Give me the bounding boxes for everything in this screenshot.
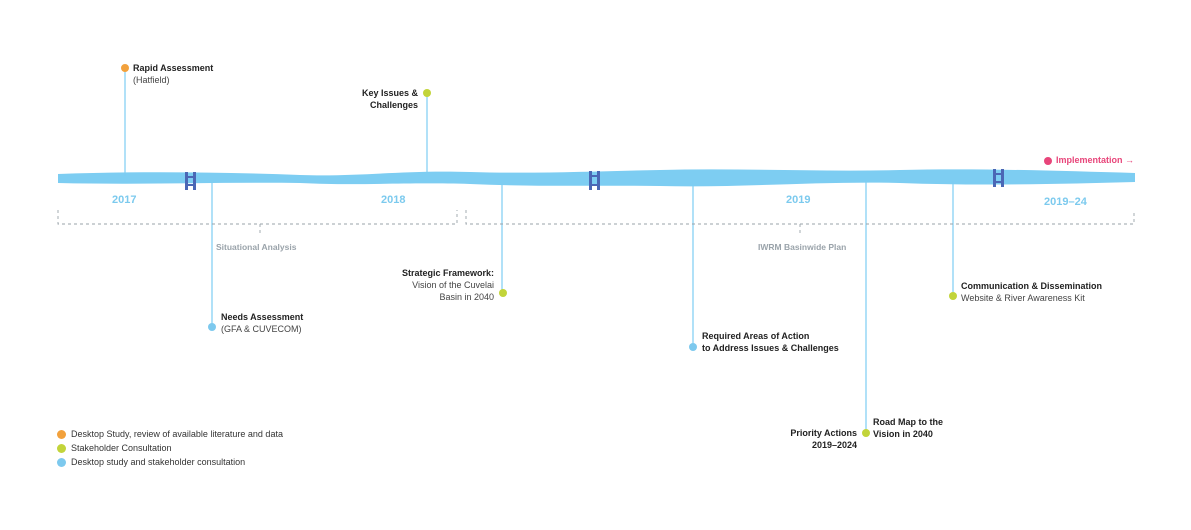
- milestone-rapid-assessment: Rapid Assessment (Hatfield): [133, 62, 213, 86]
- year-label-2017: 2017: [112, 194, 137, 206]
- milestone-title: Key Issues &: [361, 88, 418, 98]
- marker-2: [589, 171, 600, 190]
- legend-label: Desktop study and stakeholder consultati…: [71, 457, 246, 467]
- legend-swatch-green: [57, 443, 66, 453]
- dot-key: [423, 89, 431, 97]
- milestone-title: Strategic Framework:: [401, 268, 494, 278]
- milestone-title-line2: Challenges: [369, 100, 418, 110]
- phase-markers: [185, 169, 1004, 190]
- milestone-required-areas: Required Areas of Action to Address Issu…: [702, 330, 839, 354]
- phase-label-iwrm: IWRM Basinwide Plan: [758, 242, 847, 252]
- year-label-2019: 2019: [786, 194, 811, 206]
- marker-1: [185, 172, 196, 190]
- dot-comms: [949, 292, 957, 300]
- dot-implementation: [1044, 157, 1052, 165]
- year-label-2019-24: 2019–24: [1044, 196, 1087, 208]
- phase-brackets: [57, 210, 1135, 236]
- milestone-subtitle: Website & River Awareness Kit: [961, 293, 1085, 303]
- legend-swatch-orange: [57, 429, 66, 439]
- legend-item-desktop-study: Desktop Study, review of available liter…: [57, 427, 283, 441]
- marker-3: [993, 169, 1004, 187]
- bracket-iwrm: [465, 210, 1135, 225]
- milestone-title-line2: Vision in 2040: [873, 429, 933, 439]
- milestone-subtitle-line2: Basin in 2040: [439, 292, 494, 302]
- milestone-priority-actions: Priority Actions 2019–2024: [790, 427, 857, 451]
- year-label-2018: 2018: [381, 194, 406, 206]
- legend-label: Desktop Study, review of available liter…: [71, 429, 283, 439]
- dot-strategic: [499, 289, 507, 297]
- milestone-road-map: Road Map to the Vision in 2040: [873, 416, 943, 440]
- milestone-title-line2: to Address Issues & Challenges: [702, 343, 839, 353]
- milestone-title: Rapid Assessment: [133, 63, 214, 73]
- milestone-title-line2: 2019–2024: [811, 440, 857, 450]
- milestone-subtitle: (GFA & CUVECOM): [221, 324, 302, 334]
- milestone-needs-assessment: Needs Assessment (GFA & CUVECOM): [221, 311, 303, 335]
- milestone-communication: Communication & Dissemination Website & …: [961, 280, 1102, 304]
- milestone-title: Priority Actions: [790, 428, 857, 438]
- milestone-subtitle: Vision of the Cuvelai: [412, 280, 494, 290]
- legend-swatch-blue: [57, 457, 66, 467]
- milestone-title: Communication & Dissemination: [961, 281, 1103, 291]
- milestone-key-issues: Key Issues & Challenges: [362, 87, 418, 111]
- bracket-situational: [57, 210, 458, 225]
- connector-lines: [124, 69, 954, 433]
- dot-rapid: [121, 64, 129, 72]
- legend: Desktop Study, review of available liter…: [57, 427, 283, 469]
- milestone-title: Road Map to the: [873, 417, 943, 427]
- dot-needs: [208, 323, 216, 331]
- legend-label: Stakeholder Consultation: [71, 443, 172, 453]
- river-band: [58, 169, 1135, 187]
- milestone-title: Required Areas of Action: [702, 331, 810, 341]
- dot-required: [689, 343, 697, 351]
- legend-item-stakeholder: Stakeholder Consultation: [57, 441, 283, 455]
- milestone-title: Needs Assessment: [221, 312, 304, 322]
- milestone-subtitle: (Hatfield): [133, 75, 170, 85]
- dot-roadmap: [862, 429, 870, 437]
- implementation-label: Implementation →: [1056, 155, 1135, 165]
- phase-label-situational: Situational Analysis: [216, 242, 297, 252]
- legend-item-combined: Desktop study and stakeholder consultati…: [57, 455, 283, 469]
- milestone-strategic-framework: Strategic Framework: Vision of the Cuvel…: [402, 267, 494, 303]
